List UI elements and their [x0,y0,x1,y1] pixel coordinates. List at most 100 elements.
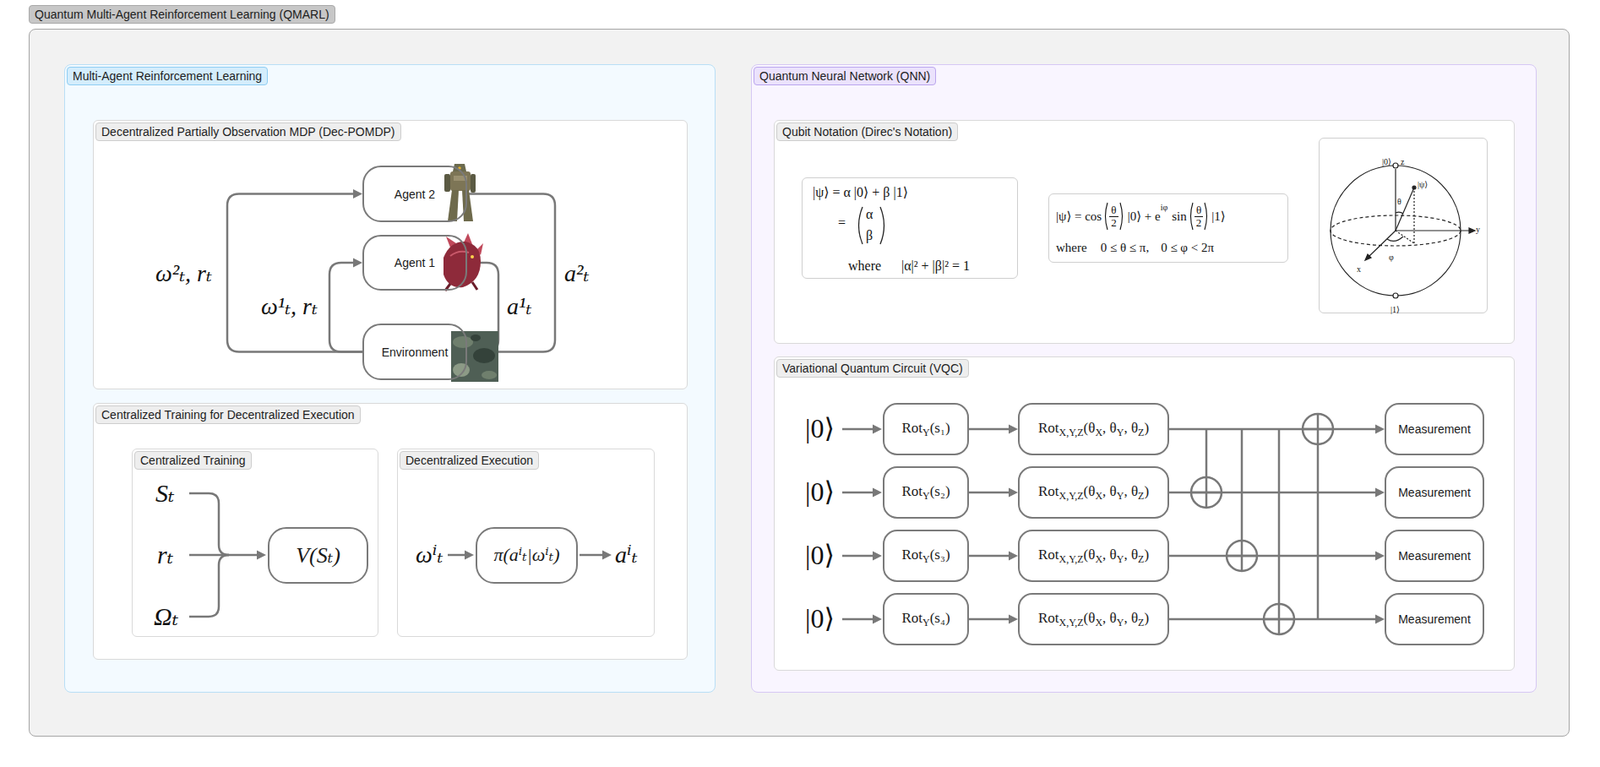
gate-label: (θ [1083,483,1096,500]
drawing-part [450,171,471,191]
bloch-drawing [1330,163,1475,299]
sphere-label: φ [1388,252,1394,262]
fraction: θ2 [1194,204,1204,229]
panel-tag: Quantum Neural Network (QNN) [753,66,937,86]
formula-text: |0⟩ + e [1127,208,1161,224]
gate-label: X [1094,489,1103,502]
formula-text: α [865,206,873,222]
drawing-part [1226,540,1258,572]
formula-holder: α [865,206,873,224]
group-box: Decentralized Partially Observation MDP … [92,119,688,390]
formula-text: θ [1194,204,1203,218]
sphere-label-holder: x [1356,260,1361,276]
gate-box: RotY(s₃) [882,529,969,583]
drawing-part [602,550,612,561]
gate-label: ) [1143,483,1149,500]
gate-label: Y [922,489,931,502]
connector-line [968,555,1012,558]
tag-holder: Centralized Training for Decentralized E… [95,405,361,425]
connector-line [1169,555,1378,558]
panel-tag: Variational Quantum Circuit (VQC) [776,359,969,378]
math-label-holder: rₜ [157,539,174,571]
sphere-label-holder: |1⟩ [1390,300,1400,316]
drawing-part [842,428,874,431]
box-label: V(Sₜ) [295,543,341,568]
drawing-part [1395,187,1415,231]
edge-label: a¹ₜ [506,293,532,320]
formula-row: where0 ≤ θ ≤ π,0 ≤ φ < 2π [1055,238,1214,257]
drawing-part [462,190,474,222]
qubit-state: |0⟩ [805,539,835,571]
gate-label: X,Y,Z [1058,426,1083,439]
gate-label: Y [1116,489,1125,502]
drawing-part [842,555,874,558]
gate-label: (s₃) [930,546,951,563]
sphere-label-holder: |0⟩ [1382,152,1392,169]
drawing-part [1263,618,1295,621]
gate-box: RotX,Y,Z(θX, θY, θZ) [1017,402,1170,456]
label-group: V(Sₜ) [295,542,341,569]
gate-label: (θ [1083,609,1096,626]
gate-label: Rot [1038,483,1060,500]
diagram-title: Quantum Multi-Agent Reinforcement Learni… [28,5,336,24]
group-box: Centralized TrainingV(Sₜ)SₜrₜΩₜ [131,448,379,637]
formula-text: |α|² + |β|² = 1 [901,258,970,273]
formula-text: |ψ⟩ = α |0⟩ + β |1⟩ [812,185,909,200]
drawing-part [1330,215,1461,246]
agent-pictures [443,163,499,382]
connector-line [467,194,556,353]
drawing-part [1205,429,1209,508]
formula-text: iφ [1160,202,1169,213]
drawing-part [470,334,481,342]
bloch-sphere [1319,138,1489,315]
creature-agent-picture [443,233,484,291]
gate-label: X,Y,Z [1058,616,1083,629]
gate-label: ) [1143,419,1149,436]
drawing-part [1395,229,1471,231]
formula-text: β [865,228,873,243]
gate-label: , θ [1123,609,1138,626]
gate-label: Rot [901,609,923,626]
drawing-part [1394,168,1396,231]
drawing-part [1263,604,1295,635]
drawing-part [481,370,497,380]
formula-holder: |α|² + |β|² = 1 [901,257,970,275]
arrow-head [1008,488,1018,498]
group-box: Variational Quantum Circuit (VQC)RotY(s₁… [773,356,1515,671]
drawing-part [1469,228,1475,234]
box-label: Measurement [1398,422,1471,436]
sphere-label-holder: θ [1397,192,1402,208]
drawing-part [1412,185,1416,190]
sphere-label: θ [1397,196,1402,207]
gate-box: RotY(s₄) [882,593,969,646]
formula-holder: where [848,257,882,275]
drawing-part [463,233,473,245]
drawing-part [872,424,882,435]
sphere-label: |0⟩ [1382,157,1392,167]
gate-label: , θ [1102,609,1117,626]
drawing-part [872,488,882,498]
formula-text: 0 ≤ θ ≤ π, [1100,240,1149,256]
gate-label: X [1094,426,1103,439]
gate-label: , θ [1123,546,1138,563]
drawing-part [1330,165,1461,296]
gate-label: , θ [1123,419,1138,436]
gate-label: X [1094,616,1103,629]
arrow-head [1375,614,1385,625]
math-label: ωⁱₜ [415,541,443,568]
arrow-head [353,258,363,268]
drawing-part [476,243,484,256]
drawing-part [447,554,467,557]
drawing-part [872,551,882,561]
drawing-part [1365,254,1372,261]
math-label-holder: Sₜ [155,478,175,509]
label-group: π(aⁱₜ|ωⁱₜ) [494,544,561,566]
gate-label: (θ [1083,546,1096,563]
drawing-part [872,614,882,625]
edge-label-holder: ω²ₜ, rₜ [155,259,213,289]
formula-holder: |ψ⟩ = α |0⟩ + β |1⟩ [812,184,909,202]
sphere-label: |1⟩ [1390,304,1400,315]
qubit-state: |0⟩ [805,476,835,507]
drawing-part [256,550,267,561]
drawing-part [470,174,476,193]
